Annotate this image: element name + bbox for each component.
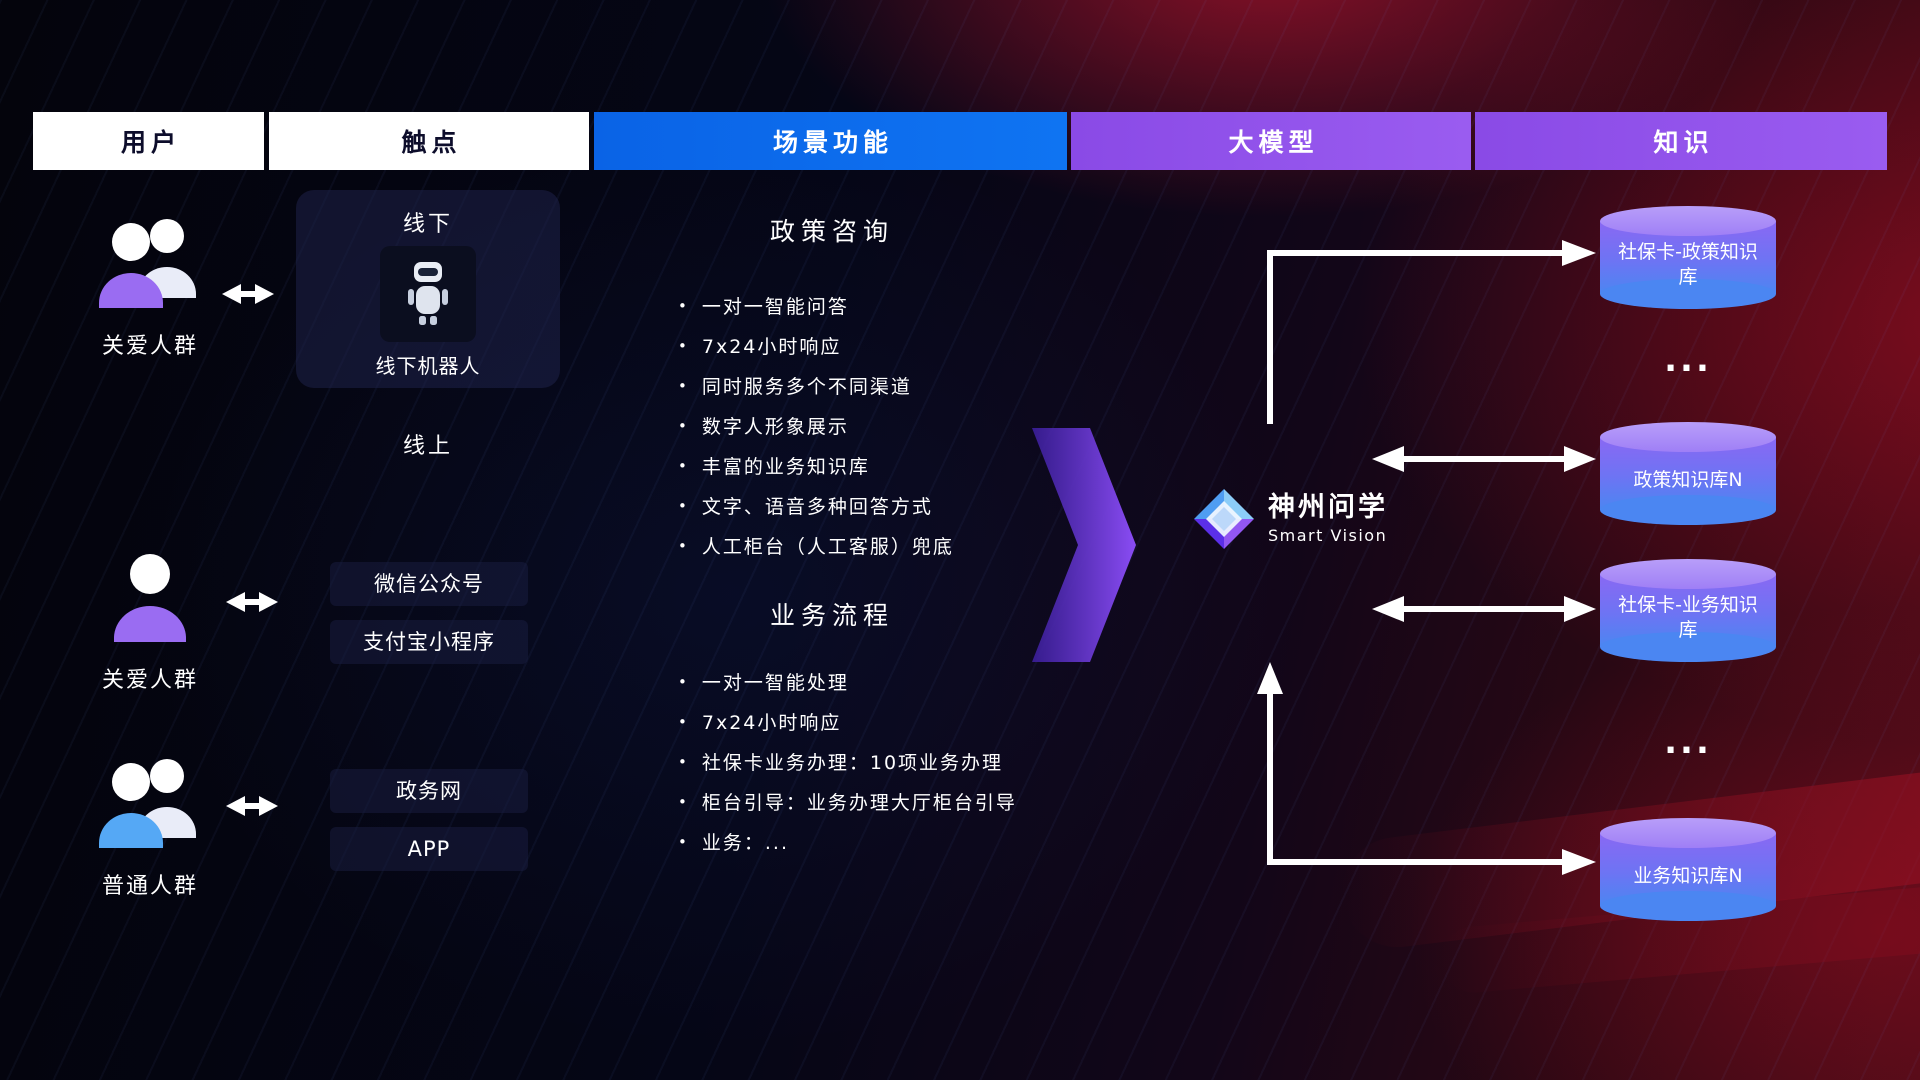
bullet-text: 数字人形象展示 (701, 416, 849, 438)
model-to-business-kbn-arrow (1257, 662, 1596, 875)
user-single-care: 关爱人群 (70, 550, 230, 694)
offline-robot-label: 线下机器人 (375, 354, 481, 378)
feature-bullet: 人工柜台（人工客服）兜底 (678, 532, 954, 559)
model-policy-kbn-arrow (1372, 446, 1596, 472)
model-brand: 神州问学 Smart Vision (1192, 487, 1388, 551)
ellipsis-more: ... (1664, 340, 1712, 380)
group-people-icon (99, 219, 196, 308)
column-header-model: 大模型 (1071, 112, 1471, 170)
feature-bullet: 同时服务多个不同渠道 (678, 372, 954, 399)
kb-social-policy: 社保卡-政策知识库 (1600, 206, 1776, 309)
cylinder-bottom (1600, 495, 1776, 525)
feature-bullet: 文字、语音多种回答方式 (678, 492, 954, 519)
cylinder-top (1600, 206, 1776, 236)
bullet-text: 7x24小时响应 (701, 712, 842, 734)
model-to-policy-kb-arrow (1267, 240, 1596, 424)
channel-app: APP (330, 827, 528, 871)
feature-bullet: 丰富的业务知识库 (678, 452, 954, 479)
channel-alipay-miniapp: 支付宝小程序 (330, 620, 528, 664)
diamond-gem-icon (1194, 489, 1254, 549)
column-header-touchpoints: 触点 (269, 112, 589, 170)
kb-policy-n: 政策知识库N (1600, 422, 1776, 525)
bullet-text: 文字、语音多种回答方式 (701, 496, 933, 518)
column-header-users: 用户 (33, 112, 264, 170)
user-label: 关爱人群 (101, 668, 198, 693)
bullet-text: 一对一智能问答 (701, 296, 849, 318)
user-group-care-1: 关爱人群 (70, 212, 230, 360)
bullet-text: 人工柜台（人工客服）兜底 (701, 536, 954, 558)
user-label: 关爱人群 (101, 334, 198, 359)
cylinder-top (1600, 422, 1776, 452)
user-label: 普通人群 (101, 874, 198, 899)
column-header-knowledge: 知识 (1475, 112, 1887, 170)
policy-feature-list: 一对一智能问答 7x24小时响应 同时服务多个不同渠道 数字人形象展示 丰富的业… (678, 292, 954, 572)
user-group-general: 普通人群 (70, 752, 230, 900)
feature-bullet: 一对一智能处理 (678, 668, 1017, 695)
kb-label: 业务知识库N (1633, 865, 1743, 888)
bullet-text: 同时服务多个不同渠道 (701, 376, 912, 398)
robot-icon (408, 262, 448, 325)
cylinder-bottom (1600, 279, 1776, 309)
bullet-text: 业务：... (701, 832, 789, 854)
business-feature-list: 一对一智能处理 7x24小时响应 社保卡业务办理：10项业务办理 柜台引导：业务… (678, 668, 1017, 868)
business-process-title: 业务流程 (769, 601, 894, 630)
robot-image (380, 246, 476, 342)
double-headed-arrow-icon (226, 592, 278, 612)
feature-bullet: 社保卡业务办理：10项业务办理 (678, 748, 1017, 775)
feature-bullet: 一对一智能问答 (678, 292, 954, 319)
kb-label: 社保卡-业务知识库 (1618, 593, 1758, 641)
ellipsis-more: ... (1664, 722, 1712, 762)
kb-business-n: 业务知识库N (1600, 818, 1776, 921)
cylinder-top (1600, 559, 1776, 589)
offline-title: 线下 (402, 212, 453, 237)
channel-wechat-official: 微信公众号 (330, 562, 528, 606)
offline-robot-card: 线下 线下机器人 (296, 190, 560, 388)
bullet-text: 7x24小时响应 (701, 336, 842, 358)
model-business-kb-arrow (1372, 596, 1596, 622)
policy-consult-title: 政策咨询 (769, 217, 894, 246)
cylinder-bottom (1600, 632, 1776, 662)
feature-bullet: 7x24小时响应 (678, 708, 1017, 735)
feature-bullet: 数字人形象展示 (678, 412, 954, 439)
chevron-flow-arrow-icon (1032, 428, 1136, 662)
online-title: 线上 (402, 434, 453, 459)
group-people-icon (99, 759, 196, 848)
bullet-text: 社保卡业务办理：10项业务办理 (701, 752, 1004, 774)
model-subtitle: Smart Vision (1268, 526, 1388, 545)
channel-gov-portal: 政务网 (330, 769, 528, 813)
kb-label: 社保卡-政策知识库 (1618, 240, 1758, 288)
model-name: 神州问学 (1268, 492, 1388, 523)
model-text: 神州问学 Smart Vision (1268, 492, 1388, 546)
feature-bullet: 业务：... (678, 828, 1017, 855)
feature-bullet: 柜台引导：业务办理大厅柜台引导 (678, 788, 1017, 815)
bullet-text: 一对一智能处理 (701, 672, 849, 694)
bullet-text: 柜台引导：业务办理大厅柜台引导 (701, 792, 1017, 814)
kb-social-business: 社保卡-业务知识库 (1600, 559, 1776, 662)
kb-label: 政策知识库N (1633, 469, 1743, 492)
column-header-scene: 场景功能 (594, 112, 1067, 170)
feature-bullet: 7x24小时响应 (678, 332, 954, 359)
person-icon (114, 554, 186, 642)
bullet-text: 丰富的业务知识库 (701, 456, 870, 478)
double-headed-arrow-icon (226, 796, 278, 816)
